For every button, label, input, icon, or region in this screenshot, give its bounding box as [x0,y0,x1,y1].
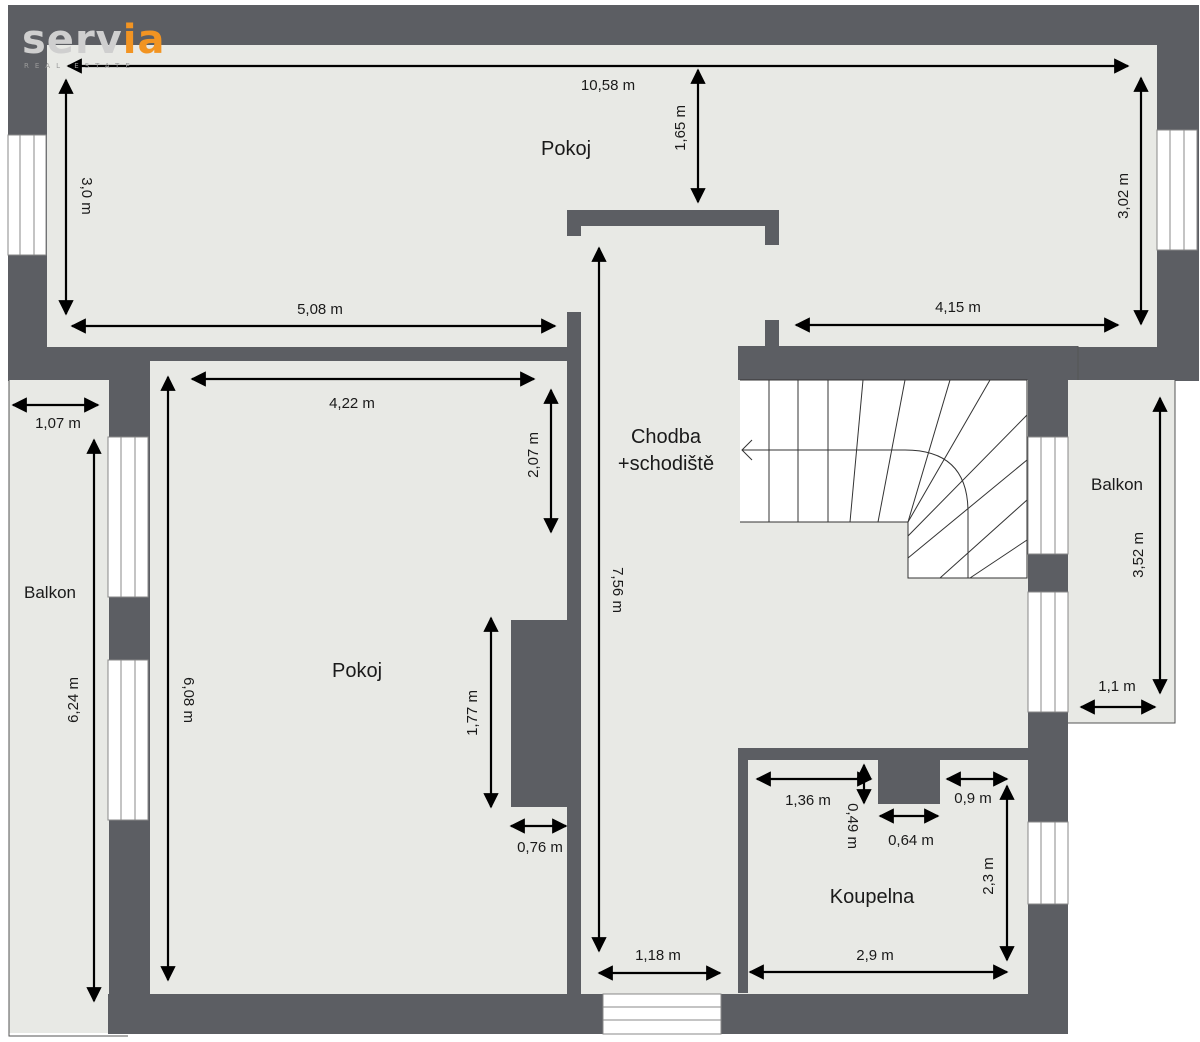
dim-balkon-left-height: 6,24 m [65,677,82,723]
wall-chodba-left-lower [567,612,581,1032]
room-chodba-line2: +schodiště [618,453,714,475]
dimension-lines [11,58,1168,1003]
window-stair-2 [1027,591,1069,713]
logo-text: servia [22,17,165,63]
dim-balkon-right-height: 3,52 m [1130,532,1147,578]
dim-chimney-width: 0,76 m [517,839,563,856]
dim-bath-width: 2,9 m [856,947,894,964]
room-koupelna: Koupelna [830,886,915,908]
wall-chodba-left-upper [567,210,581,236]
dim-top-bottom-left: 5,08 m [297,301,343,318]
dim-top-bottom-right: 4,15 m [935,299,981,316]
room-pokoj-left: Pokoj [332,660,382,682]
dim-chimney-height: 1,77 m [464,690,481,736]
room-chodba-line1: Chodba [631,426,702,448]
entrance-door [602,993,722,1035]
dim-balkon-left-width: 1,07 m [35,415,81,432]
dim-bath-height: 2,3 m [980,857,997,895]
wall-left-room-bottom [108,994,581,1034]
window-left-1 [107,436,149,598]
logo: servia REAL ESTATE [22,17,165,70]
logo-text-accent: ia [123,17,166,63]
dim-left-niche: 2,07 m [525,432,542,478]
balcony-outlines [8,346,1176,1037]
dim-chodba-width: 1,18 m [635,947,681,964]
dim-top-gap: 1,65 m [672,105,689,151]
wall-bath-left [738,748,748,993]
window-bath [1027,821,1069,905]
wall-chodba-right-upper [765,210,779,245]
wall-chodba-left-mid [567,312,581,534]
room-balkon-right: Balkon [1091,475,1143,494]
room-labels: Pokoj Pokoj Chodba +schodiště Balkon Bal… [24,138,1143,908]
dim-top-width: 10,58 m [581,77,635,94]
wall-stair-top [738,346,1078,380]
dim-bath-depth: 0,49 m [844,803,861,849]
staircase [740,379,1028,579]
dim-chodba-length: 7,56 m [609,567,626,613]
dimension-labels: 10,58 m 3,0 m 3,02 m 1,65 m 5,08 m 4,15 … [35,77,1147,964]
dim-top-height-left: 3,0 m [78,177,95,215]
dim-left-room-width: 4,22 m [329,395,375,412]
wall-between-top-and-chodba [567,210,779,226]
logo-text-main: serv [22,17,123,63]
floor-chodba [581,226,765,994]
dim-balkon-right-width: 1,1 m [1098,678,1136,695]
dim-bath-right: 0,9 m [954,790,992,807]
room-pokoj-top: Pokoj [541,138,591,160]
dim-top-height-right: 3,02 m [1115,173,1132,219]
window-left-2 [107,659,149,821]
window-stair-1 [1027,436,1069,555]
window-top-left [7,134,47,256]
logo-subtitle: REAL ESTATE [24,62,136,70]
dim-left-room-height: 6,08 m [180,677,197,723]
bath-shaft [878,760,940,804]
room-balkon-left: Balkon [24,583,76,602]
wall-bath-top [738,748,1030,760]
window-top-right [1156,129,1198,251]
chimney [511,620,567,807]
wall-chodba-right-mid [765,320,779,348]
windows [7,129,1198,1035]
dim-bath-left: 1,36 m [785,792,831,809]
dim-bath-mid: 0,64 m [888,832,934,849]
